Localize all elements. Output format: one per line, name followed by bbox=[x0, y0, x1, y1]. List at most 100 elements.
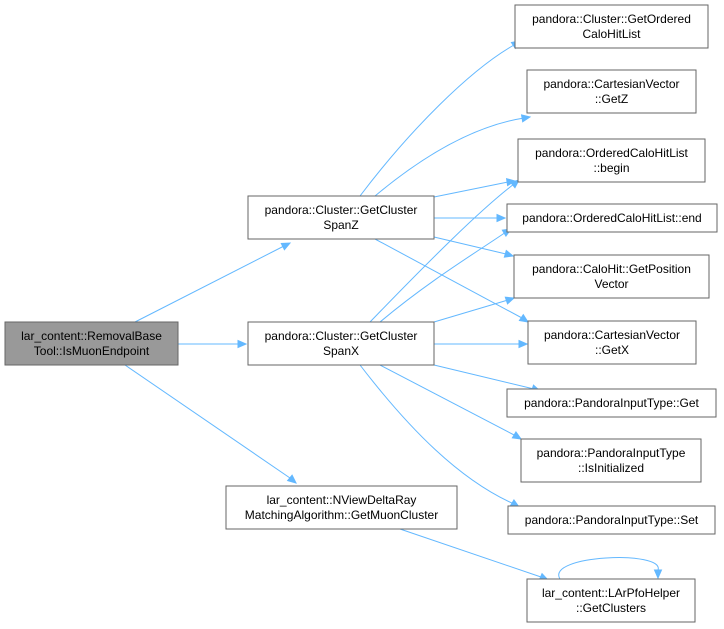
node-box[interactable] bbox=[517, 138, 706, 183]
node-label-line: pandora::PandoraInputType::Set bbox=[525, 513, 699, 527]
node-box[interactable] bbox=[247, 321, 435, 366]
edge-line bbox=[433, 236, 507, 255]
node-label-line: pandora::OrderedCaloHitList bbox=[535, 146, 688, 160]
node-box[interactable] bbox=[247, 195, 435, 240]
edge-spanX-to-end bbox=[379, 228, 513, 323]
arrow-head bbox=[503, 249, 515, 258]
node-label-line: lar_content::RemovalBase bbox=[21, 329, 162, 343]
node-getZ[interactable]: pandora::CartesianVector::GetZ bbox=[526, 69, 697, 114]
node-box[interactable] bbox=[513, 254, 710, 299]
nodes-layer: lar_content::RemovalBaseTool::IsMuonEndp… bbox=[4, 4, 718, 623]
arrow-head bbox=[280, 242, 292, 251]
node-box[interactable] bbox=[520, 438, 702, 483]
arrow-head bbox=[653, 569, 663, 580]
edges-layer bbox=[124, 40, 663, 581]
node-root[interactable]: lar_content::RemovalBaseTool::IsMuonEndp… bbox=[4, 321, 179, 366]
arrow-head bbox=[286, 474, 297, 484]
node-label-line: ::begin bbox=[593, 161, 629, 175]
edge-line bbox=[359, 44, 515, 197]
node-box[interactable] bbox=[506, 203, 718, 233]
edge-line bbox=[399, 528, 542, 578]
edge-line bbox=[379, 364, 517, 437]
node-label-line: pandora::PandoraInputType::Get bbox=[524, 396, 699, 410]
node-label-line: pandora::OrderedCaloHitList::end bbox=[522, 211, 701, 225]
edge-spanX-to-getPositionVector bbox=[433, 296, 516, 323]
arrow-head bbox=[496, 213, 507, 223]
edge-spanX-to-getX bbox=[434, 339, 529, 349]
edge-line bbox=[379, 231, 507, 323]
edge-line bbox=[369, 183, 515, 323]
node-box[interactable] bbox=[527, 320, 697, 365]
node-label-line: pandora::Cluster::GetCluster bbox=[265, 329, 418, 343]
edge-line bbox=[558, 557, 659, 580]
node-box[interactable] bbox=[225, 485, 458, 530]
edge-spanZ-to-begin bbox=[433, 177, 517, 198]
node-label-line: SpanX bbox=[323, 344, 359, 358]
edge-root-to-spanX bbox=[178, 339, 248, 349]
arrow-head bbox=[237, 339, 248, 349]
node-begin[interactable]: pandora::OrderedCaloHitList::begin bbox=[517, 138, 706, 183]
node-box[interactable] bbox=[526, 578, 696, 623]
node-label-line: ::GetZ bbox=[595, 92, 628, 106]
edge-line bbox=[134, 245, 285, 323]
edge-line bbox=[374, 238, 523, 319]
node-box[interactable] bbox=[526, 69, 697, 114]
edge-line bbox=[433, 181, 509, 198]
node-box[interactable] bbox=[514, 4, 709, 49]
edge-root-to-getMuonCluster bbox=[124, 364, 297, 484]
node-box[interactable] bbox=[507, 505, 716, 535]
node-isInitialized[interactable]: pandora::PandoraInputType::IsInitialized bbox=[520, 438, 702, 483]
node-label-line: MatchingAlgorithm::GetMuonCluster bbox=[245, 508, 438, 522]
arrow-head bbox=[504, 296, 516, 305]
node-label-line: pandora::CaloHit::GetPosition bbox=[532, 262, 691, 276]
edge-spanX-to-isInitialized bbox=[379, 364, 523, 440]
node-label-line: lar_content::NViewDeltaRay bbox=[267, 493, 417, 507]
arrow-head bbox=[520, 114, 532, 123]
node-label-line: pandora::PandoraInputType bbox=[537, 446, 686, 460]
edge-spanZ-to-end bbox=[434, 213, 507, 223]
node-label-line: ::GetX bbox=[595, 343, 629, 357]
node-inputSet[interactable]: pandora::PandoraInputType::Set bbox=[507, 505, 716, 535]
node-label-line: ::IsInitialized bbox=[578, 461, 644, 475]
node-label-line: ::GetClusters bbox=[576, 601, 646, 615]
edge-spanZ-to-getOrderedCaloHitList bbox=[359, 40, 522, 197]
node-label-line: pandora::CartesianVector bbox=[543, 77, 679, 91]
edge-spanX-to-begin bbox=[369, 179, 520, 323]
edge-spanX-to-inputGet bbox=[433, 364, 542, 393]
node-box[interactable] bbox=[506, 388, 717, 418]
edge-line bbox=[374, 117, 525, 197]
node-label-line: Tool::IsMuonEndpoint bbox=[34, 344, 150, 358]
arrow-head bbox=[511, 430, 523, 440]
node-getX[interactable]: pandora::CartesianVector::GetX bbox=[527, 320, 697, 365]
node-inputGet[interactable]: pandora::PandoraInputType::Get bbox=[506, 388, 717, 418]
arrow-head bbox=[518, 313, 530, 323]
node-getMuonCluster[interactable]: lar_content::NViewDeltaRayMatchingAlgori… bbox=[225, 485, 458, 530]
edge-line bbox=[359, 364, 515, 505]
edge-root-to-spanZ bbox=[134, 242, 292, 323]
arrow-head bbox=[518, 339, 529, 349]
edge-line bbox=[124, 364, 291, 479]
edge-spanZ-to-getZ bbox=[374, 114, 532, 197]
edge-getClusters-to-getClusters bbox=[558, 557, 663, 580]
node-label-line: lar_content::LArPfoHelper bbox=[542, 586, 680, 600]
arrow-head bbox=[509, 179, 520, 189]
node-box[interactable] bbox=[4, 321, 179, 366]
edge-spanZ-to-getX bbox=[374, 238, 530, 323]
edge-getMuonCluster-to-getClusters bbox=[399, 528, 550, 581]
node-label-line: pandora::Cluster::GetCluster bbox=[265, 203, 418, 217]
node-label-line: pandora::Cluster::GetOrdered bbox=[532, 12, 691, 26]
node-label-line: CaloHitList bbox=[582, 27, 641, 41]
node-label-line: SpanZ bbox=[323, 218, 358, 232]
edge-line bbox=[433, 299, 509, 323]
node-label-line: Vector bbox=[594, 277, 628, 291]
node-label-line: pandora::CartesianVector bbox=[544, 328, 680, 342]
edge-line bbox=[433, 364, 535, 390]
node-getClusters[interactable]: lar_content::LArPfoHelper::GetClusters bbox=[526, 578, 696, 623]
edge-spanZ-to-getPositionVector bbox=[433, 236, 515, 258]
node-end[interactable]: pandora::OrderedCaloHitList::end bbox=[506, 203, 718, 233]
